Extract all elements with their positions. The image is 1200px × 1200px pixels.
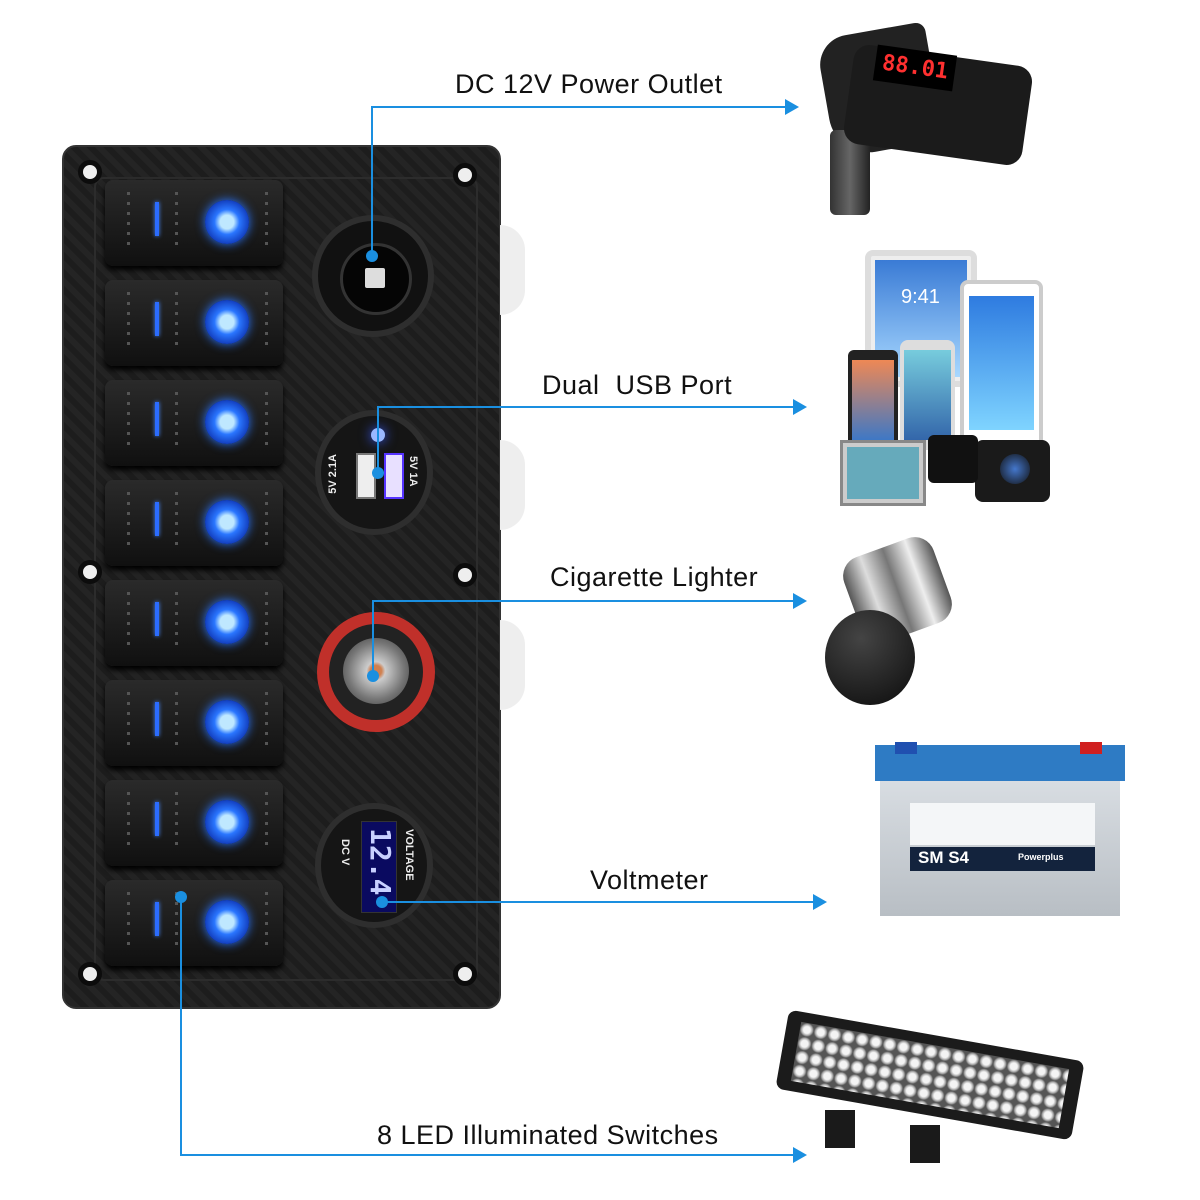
arrow-icon	[813, 894, 827, 910]
led-power-icon	[205, 200, 249, 244]
voltmeter-voltage-label: VOLTAGE	[403, 829, 415, 881]
mount-hole	[453, 163, 477, 187]
battery-brand: SM S4	[918, 848, 970, 867]
switch-indicator-icon	[155, 402, 159, 436]
rocker-switch-7	[105, 780, 283, 866]
mount-hole	[78, 160, 102, 184]
usb-left-rating: 5V 2.1A	[327, 454, 339, 494]
arrow-icon	[793, 399, 807, 415]
led-light-bar-image	[775, 1009, 1085, 1141]
usb-right-rating: 5V 1A	[407, 456, 419, 487]
callout-usb-label: Dual USB Port	[542, 370, 733, 400]
mount-hole	[453, 962, 477, 986]
callout-voltmeter-label: Voltmeter	[590, 865, 709, 895]
voltmeter-socket: 12.4 DC V VOLTAGE	[315, 803, 433, 928]
arrow-icon	[785, 99, 799, 115]
callout-switches-label: 8 LED Illuminated Switches	[377, 1120, 719, 1150]
callout-power-outlet-label: DC 12V Power Outlet	[455, 69, 723, 99]
usb-port-icon	[384, 453, 404, 499]
battery-subtitle: Powerplus	[1018, 852, 1064, 862]
mount-hole	[78, 560, 102, 584]
voltmeter-dc-label: DC V	[339, 839, 351, 866]
arrow-icon	[793, 593, 807, 609]
rocker-switch-1	[105, 180, 283, 266]
switch-indicator-icon	[155, 902, 159, 936]
led-power-icon	[205, 800, 249, 844]
switch-indicator-icon	[155, 602, 159, 636]
voltage-reading: 12.4	[364, 828, 397, 896]
switch-indicator-icon	[155, 702, 159, 736]
power-outlet-socket	[312, 215, 434, 337]
switch-indicator-icon	[155, 502, 159, 536]
rocker-switch-5	[105, 580, 283, 666]
callout-lighter-label: Cigarette Lighter	[550, 562, 759, 592]
mount-hole	[78, 962, 102, 986]
rocker-switch-4	[105, 480, 283, 566]
switch-indicator-icon	[155, 302, 159, 336]
led-power-icon	[205, 500, 249, 544]
led-power-icon	[205, 600, 249, 644]
led-power-icon	[205, 900, 249, 944]
rocker-switch-3	[105, 380, 283, 466]
switch-indicator-icon	[155, 202, 159, 236]
led-power-icon	[205, 700, 249, 744]
tablet-time: 9:41	[901, 286, 940, 308]
rocker-switch-2	[105, 280, 283, 366]
rocker-switch-8	[105, 880, 283, 966]
switch-indicator-icon	[155, 802, 159, 836]
rocker-switch-6	[105, 680, 283, 766]
arrow-icon	[793, 1147, 807, 1163]
led-power-icon	[205, 400, 249, 444]
mount-hole	[453, 563, 477, 587]
led-power-icon	[205, 300, 249, 344]
